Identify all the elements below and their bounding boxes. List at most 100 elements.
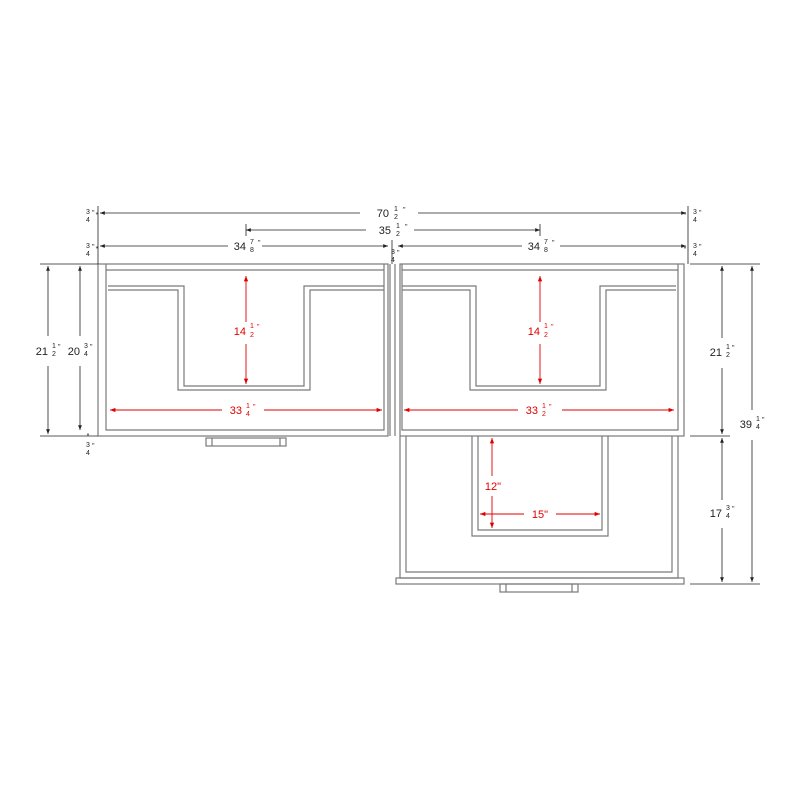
svg-text:": " bbox=[732, 506, 735, 513]
svg-text:*: * bbox=[87, 433, 90, 440]
svg-text:39: 39 bbox=[740, 419, 752, 431]
svg-text:3: 3 bbox=[86, 209, 90, 216]
dimension-lines bbox=[40, 206, 760, 585]
label-right-upper-height: 21 1 2 " bbox=[706, 342, 740, 362]
svg-text:": " bbox=[92, 210, 95, 217]
svg-text:4: 4 bbox=[86, 450, 90, 457]
label-thickness-bottom-left: 3 4 " bbox=[86, 442, 95, 457]
svg-text:": " bbox=[699, 210, 702, 217]
label-top-center: 35 1 2 " bbox=[372, 222, 412, 238]
svg-text:7: 7 bbox=[250, 239, 254, 246]
svg-text:": " bbox=[551, 324, 554, 331]
svg-text:2: 2 bbox=[52, 351, 56, 358]
svg-text:3: 3 bbox=[84, 343, 88, 350]
label-top-overall: 70 1 2 " bbox=[372, 205, 416, 221]
svg-text:*: * bbox=[96, 246, 99, 253]
svg-text:2: 2 bbox=[394, 214, 398, 221]
svg-text:8: 8 bbox=[250, 247, 254, 254]
svg-text:": " bbox=[699, 244, 702, 251]
svg-text:4: 4 bbox=[84, 351, 88, 358]
svg-text:1: 1 bbox=[544, 323, 548, 330]
svg-text:*: * bbox=[684, 212, 687, 219]
svg-text:*: * bbox=[96, 212, 99, 219]
svg-text:": " bbox=[762, 417, 765, 424]
svg-text:14: 14 bbox=[528, 326, 540, 338]
svg-text:": " bbox=[257, 324, 260, 331]
svg-text:": " bbox=[58, 344, 61, 351]
svg-text:4: 4 bbox=[726, 513, 730, 520]
svg-text:15": 15" bbox=[532, 509, 548, 521]
lower-handle bbox=[499, 583, 579, 593]
right-cabinet-outer bbox=[399, 263, 685, 437]
svg-text:*: * bbox=[684, 246, 687, 253]
left-cabinet-outer bbox=[97, 263, 389, 437]
svg-text:1: 1 bbox=[246, 403, 250, 410]
lower-notch-outer bbox=[471, 436, 609, 537]
svg-text:1: 1 bbox=[394, 206, 398, 213]
svg-text:4: 4 bbox=[693, 217, 697, 224]
svg-text:": " bbox=[258, 240, 261, 247]
svg-text:": " bbox=[90, 344, 93, 351]
highlight-dimension-lines bbox=[110, 276, 674, 528]
svg-text:7: 7 bbox=[544, 239, 548, 246]
svg-text:": " bbox=[552, 240, 555, 247]
lower-notch-inner bbox=[477, 436, 603, 531]
svg-text:14: 14 bbox=[234, 326, 246, 338]
right-shelf-notch bbox=[402, 285, 676, 387]
svg-text:3: 3 bbox=[391, 249, 395, 256]
label-thickness-mid-center: 3 4 " bbox=[391, 249, 400, 264]
svg-text:4: 4 bbox=[86, 217, 90, 224]
label-lower-notch-width: 15" bbox=[526, 506, 554, 522]
left-cabinet-inner bbox=[105, 264, 385, 431]
svg-text:2: 2 bbox=[250, 332, 254, 339]
svg-text:2: 2 bbox=[542, 411, 546, 418]
label-right-lower-height: 17 3 4 " bbox=[706, 502, 740, 524]
label-inner-width-right: 33 1 2 " bbox=[520, 402, 560, 420]
left-shelf-notch bbox=[108, 285, 384, 387]
svg-text:1: 1 bbox=[52, 343, 56, 350]
cabinet-outline bbox=[97, 263, 685, 593]
label-right-total-height: 39 1 4 " bbox=[736, 414, 770, 434]
svg-text:33: 33 bbox=[230, 405, 242, 417]
label-thickness-mid-left: 3 4 " bbox=[86, 243, 95, 258]
svg-text:1: 1 bbox=[396, 223, 400, 230]
label-notch-depth-left: 14 1 2 " bbox=[230, 322, 264, 342]
svg-text:3: 3 bbox=[86, 442, 90, 449]
svg-text:3: 3 bbox=[86, 243, 90, 250]
label-thickness-top-left: 3 4 " bbox=[86, 209, 95, 224]
svg-text:3: 3 bbox=[726, 505, 730, 512]
label-top-right-section: 34 7 8 " bbox=[524, 238, 558, 254]
svg-text:2: 2 bbox=[396, 231, 400, 238]
svg-text:12": 12" bbox=[485, 481, 501, 493]
svg-text:17: 17 bbox=[710, 508, 722, 520]
right-shelf-notch-inner bbox=[402, 289, 676, 391]
label-thickness-mid-right: 3 4 " bbox=[693, 243, 702, 258]
lower-drawer-inner bbox=[405, 436, 673, 573]
left-handle bbox=[205, 437, 287, 447]
svg-text:21: 21 bbox=[710, 347, 722, 359]
lower-drawer-front bbox=[395, 577, 685, 585]
svg-text:1: 1 bbox=[542, 403, 546, 410]
svg-text:4: 4 bbox=[693, 251, 697, 258]
svg-text:33: 33 bbox=[526, 405, 538, 417]
svg-text:": " bbox=[732, 345, 735, 352]
right-cabinet-inner bbox=[401, 264, 679, 431]
svg-text:4: 4 bbox=[86, 251, 90, 258]
label-top-left-section: 34 7 8 " bbox=[230, 238, 262, 254]
svg-text:3: 3 bbox=[693, 243, 697, 250]
thickness-ticks: * * * * * bbox=[87, 212, 687, 440]
svg-text:1: 1 bbox=[756, 416, 760, 423]
label-left-inner-height: 20 3 4 " bbox=[66, 342, 96, 360]
svg-text:3: 3 bbox=[693, 209, 697, 216]
svg-text:34: 34 bbox=[234, 241, 246, 253]
svg-text:21: 21 bbox=[36, 346, 48, 358]
svg-text:34: 34 bbox=[528, 241, 540, 253]
svg-text:2: 2 bbox=[544, 332, 548, 339]
svg-text:4: 4 bbox=[391, 257, 395, 264]
svg-text:": " bbox=[397, 250, 400, 257]
label-lower-notch-depth: 12" bbox=[482, 478, 504, 494]
svg-text:": " bbox=[405, 224, 408, 231]
left-shelf-notch-inner bbox=[108, 289, 384, 391]
svg-text:1: 1 bbox=[250, 323, 254, 330]
